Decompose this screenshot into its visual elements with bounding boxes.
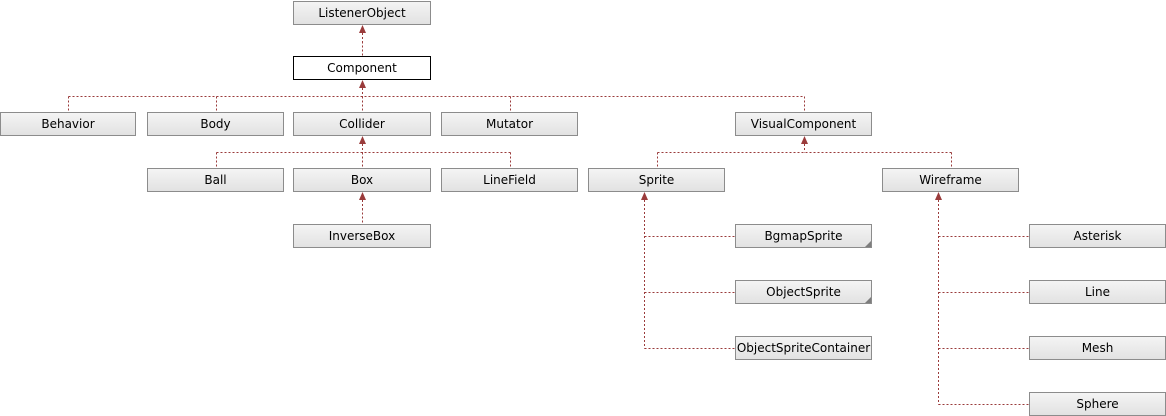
node-label: InverseBox <box>328 229 396 243</box>
node-label: BgmapSprite <box>764 229 843 243</box>
node-label: Line <box>1084 285 1110 299</box>
node-label: LineField <box>483 173 536 187</box>
more-children-indicator <box>865 241 871 247</box>
node-objectspritecontainer[interactable]: ObjectSpriteContainer <box>735 336 872 360</box>
node-label: ListenerObject <box>318 6 406 20</box>
node-mesh[interactable]: Mesh <box>1029 336 1166 360</box>
inheritance-arrowhead <box>359 80 366 88</box>
node-label: ObjectSprite <box>766 285 841 299</box>
node-wireframe[interactable]: Wireframe <box>882 168 1019 192</box>
node-asterisk[interactable]: Asterisk <box>1029 224 1166 248</box>
node-visualcomponent[interactable]: VisualComponent <box>735 112 872 136</box>
node-sprite[interactable]: Sprite <box>588 168 725 192</box>
node-label: Wireframe <box>919 173 982 187</box>
node-label: Sprite <box>638 173 675 187</box>
node-label: Sphere <box>1076 397 1119 411</box>
node-label: Box <box>350 173 374 187</box>
node-label: Mesh <box>1081 341 1114 355</box>
inheritance-arrowhead <box>359 136 366 144</box>
node-label: Body <box>200 117 231 131</box>
node-component[interactable]: Component <box>293 56 431 80</box>
more-children-indicator <box>865 297 871 303</box>
node-listenerobject[interactable]: ListenerObject <box>293 1 431 25</box>
inheritance-arrowhead <box>359 192 366 200</box>
inheritance-arrowhead <box>641 192 648 200</box>
node-objectsprite[interactable]: ObjectSprite <box>735 280 872 304</box>
node-sphere[interactable]: Sphere <box>1029 392 1166 416</box>
node-label: Collider <box>339 117 385 131</box>
node-mutator[interactable]: Mutator <box>441 112 578 136</box>
node-bgmapsprite[interactable]: BgmapSprite <box>735 224 872 248</box>
node-collider[interactable]: Collider <box>293 112 431 136</box>
node-body[interactable]: Body <box>147 112 284 136</box>
node-label: Component <box>327 61 397 75</box>
node-box[interactable]: Box <box>293 168 431 192</box>
node-linefield[interactable]: LineField <box>441 168 578 192</box>
node-label: Asterisk <box>1073 229 1122 243</box>
node-behavior[interactable]: Behavior <box>0 112 136 136</box>
node-label: Ball <box>204 173 227 187</box>
node-label: ObjectSpriteContainer <box>736 341 871 355</box>
inheritance-arrowhead <box>935 192 942 200</box>
node-label: Mutator <box>486 117 533 131</box>
inheritance-arrowhead <box>359 25 366 33</box>
node-ball[interactable]: Ball <box>147 168 284 192</box>
node-label: Behavior <box>41 117 95 131</box>
node-inversebox[interactable]: InverseBox <box>293 224 431 248</box>
node-line[interactable]: Line <box>1029 280 1166 304</box>
node-label: VisualComponent <box>750 117 857 131</box>
inheritance-arrowhead <box>801 136 808 144</box>
